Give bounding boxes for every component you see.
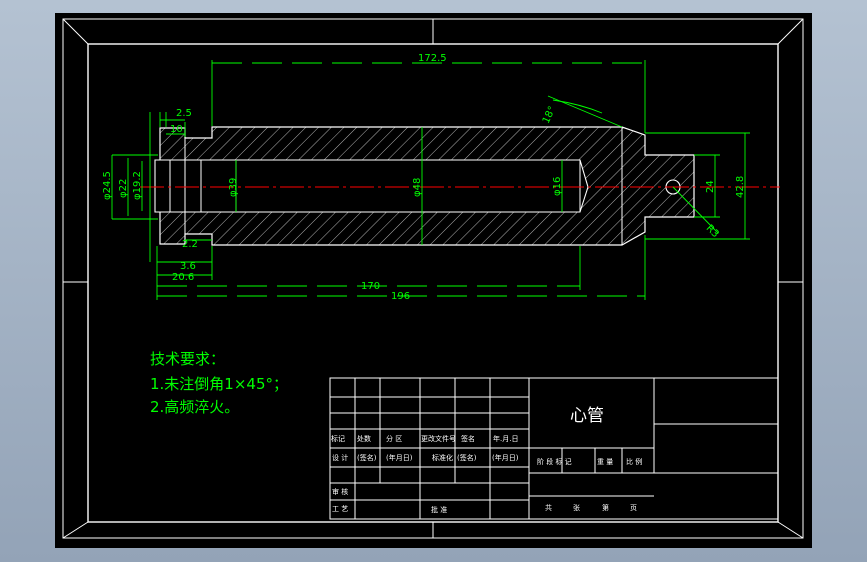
dim-2-5: 2.5 (176, 108, 192, 119)
technical-notes: 技术要求： 1.未注倒角1×45°； 2.高频淬火。 (150, 350, 288, 416)
tb-sign: 签名 (461, 434, 475, 443)
drawing-canvas: 172.5 2.5 10 18° φ24.5 φ22 φ19.2 φ39 φ48… (62, 18, 804, 539)
tb-standardize: 标准化 (432, 453, 453, 462)
dim-170: 170 (361, 281, 380, 292)
dim-24: 24 (705, 180, 716, 193)
tb-design: 设 计 (332, 453, 348, 462)
dim-phi-48: φ48 (412, 178, 423, 197)
tb-change-doc: 更改文件号 (421, 434, 456, 443)
tb-stage-mark: 阶 段 标 记 (537, 457, 572, 466)
tb-weight: 重 量 (597, 458, 613, 466)
title-block-labels: 心管 标记 处数 分 区 更改文件号 签名 年.月.日 设 计 (签名) (年月… (331, 406, 642, 514)
dim-angle-18: 18° (541, 105, 558, 126)
tb-total: 共 (545, 503, 552, 512)
dimension-lines (111, 60, 750, 300)
tb-approve: 批 准 (431, 505, 447, 514)
tb-count: 处数 (357, 434, 371, 443)
tb-design-date: (年月日) (386, 453, 413, 462)
dim-172-5: 172.5 (418, 53, 447, 64)
tb-process: 工 艺 (332, 505, 348, 513)
tb-zone: 分 区 (386, 434, 402, 443)
tb-page: 页 (630, 504, 637, 512)
title-block (329, 377, 779, 520)
notes-line-2: 2.高频淬火。 (150, 398, 239, 416)
dimension-labels: 172.5 2.5 10 18° φ24.5 φ22 φ19.2 φ39 φ48… (102, 53, 746, 302)
dim-42-8: 42.8 (735, 176, 746, 198)
dim-10: 10 (170, 124, 183, 135)
tb-date: 年.月.日 (493, 434, 518, 443)
notes-line-1: 1.未注倒角1×45°； (150, 375, 288, 393)
part-name: 心管 (570, 406, 604, 426)
tb-design-sign: (签名) (357, 453, 377, 462)
cad-viewport[interactable]: 172.5 2.5 10 18° φ24.5 φ22 φ19.2 φ39 φ48… (55, 13, 812, 548)
dim-phi-39: φ39 (228, 178, 239, 197)
dim-20-6: 20.6 (172, 272, 194, 283)
tb-std-sign: (签名) (457, 453, 477, 462)
tb-review: 审 核 (332, 487, 348, 496)
tb-scale: 比 例 (626, 457, 642, 466)
dim-3-6: 3.6 (180, 261, 196, 272)
tb-sheet-num: 第 (602, 503, 609, 512)
notes-title: 技术要求： (150, 350, 225, 368)
dim-196: 196 (391, 291, 410, 302)
dim-phi-16: φ16 (552, 177, 563, 196)
dim-r3: R3 (704, 223, 721, 240)
tb-sheets: 张 (573, 503, 580, 512)
dim-2-2: 2.2 (182, 239, 198, 250)
sheet-frame (62, 18, 804, 539)
tb-mark: 标记 (331, 434, 345, 443)
dim-phi-19-2: φ19.2 (132, 171, 143, 200)
tb-std-date: (年月日) (492, 453, 519, 462)
dim-phi-22: φ22 (118, 179, 129, 198)
dim-phi-24-5: φ24.5 (102, 171, 113, 200)
part-section (154, 126, 695, 246)
